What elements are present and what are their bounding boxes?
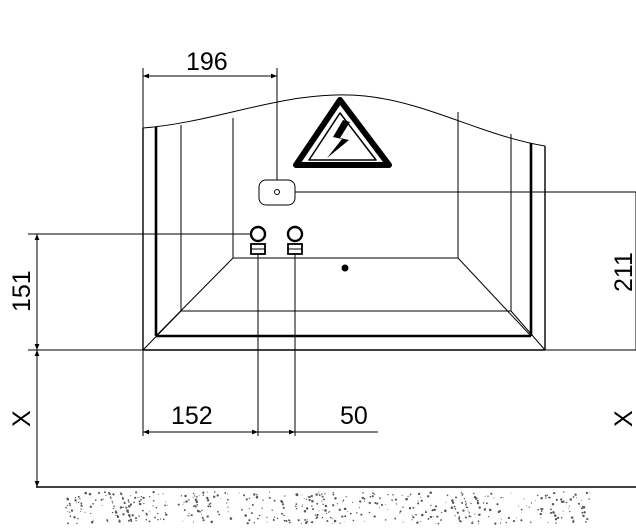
- appliance-body: [142, 94, 546, 351]
- extension-lines: [28, 68, 636, 436]
- dim-label-x-left: X: [8, 410, 36, 427]
- dim-label-151: 151: [8, 270, 36, 312]
- screw-icon: [341, 264, 349, 272]
- dim-label-211: 211: [610, 252, 636, 292]
- dim-label-x-right: X: [610, 410, 636, 427]
- electrical-connection-box: [258, 179, 296, 206]
- water-connection-left: [249, 225, 267, 255]
- water-connection-right: [286, 225, 304, 255]
- dim-label-196: 196: [186, 48, 228, 76]
- dim-label-152: 152: [171, 402, 213, 430]
- floor-hatching: [65, 490, 590, 525]
- electrical-hazard-warning-icon: [293, 97, 392, 168]
- dim-label-50: 50: [340, 402, 368, 430]
- floor: [36, 486, 636, 525]
